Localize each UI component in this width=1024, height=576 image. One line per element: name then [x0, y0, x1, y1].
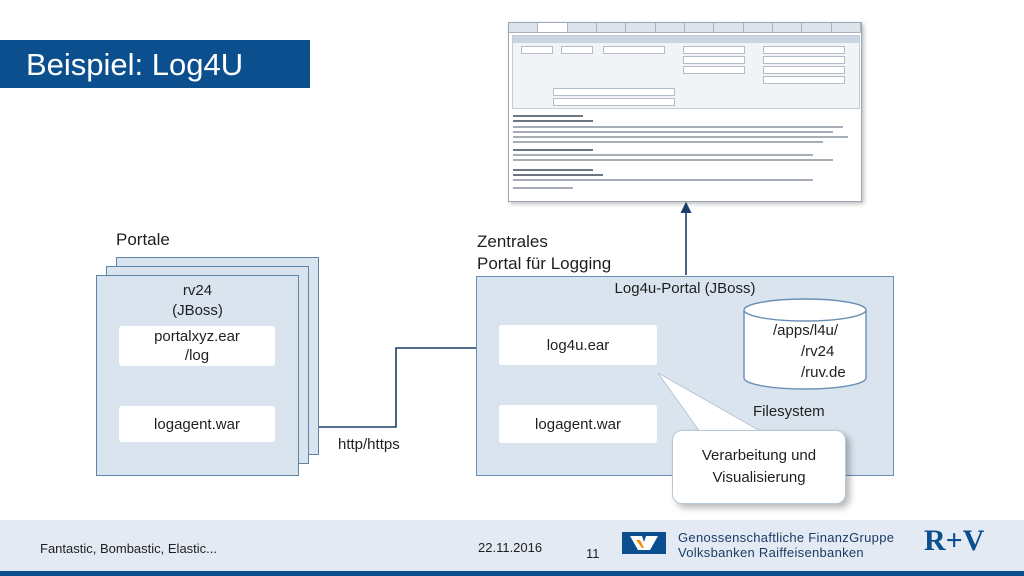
- screenshot-tab: [626, 23, 656, 32]
- footer-group-line2: Volksbanken Raiffeisenbanken: [678, 545, 864, 560]
- footer-group-line1: Genossenschaftliche FinanzGruppe: [678, 530, 895, 545]
- portal-server-label-line2: (JBoss): [172, 302, 223, 319]
- database-cylinder-icon: [743, 298, 867, 390]
- screenshot-log-line: [513, 131, 833, 133]
- title-bar: [0, 40, 310, 88]
- screenshot-table-header: [513, 36, 859, 43]
- callout-processing-visualization: Verarbeitung und Visualisierung: [672, 430, 846, 504]
- footer-band: [0, 520, 1024, 572]
- screenshot-cell: [763, 56, 845, 64]
- screenshot-cell: [603, 46, 665, 54]
- portal-server-label-line1: rv24: [182, 282, 213, 299]
- central-app-box: log4u.ear: [499, 325, 657, 365]
- central-heading-line2: Portal für Logging: [477, 254, 612, 273]
- screenshot-log-line: [513, 169, 593, 171]
- screenshot-cell: [561, 46, 593, 54]
- volksbanken-logo-mark: [630, 536, 658, 550]
- callout-line2: Visualisierung: [712, 469, 806, 486]
- portal-server-box: rv24 (JBoss) portalxyz.ear /log logagent…: [96, 275, 299, 476]
- screenshot-tab: [538, 23, 568, 32]
- portal-app-box: portalxyz.ear /log: [119, 326, 275, 366]
- screenshot-tab: [597, 23, 627, 32]
- screenshot-log-line: [513, 120, 593, 122]
- screenshot-tab: [773, 23, 803, 32]
- screenshot-cell: [763, 66, 845, 74]
- screenshot-log-line: [513, 141, 823, 143]
- central-heading: Zentrales Portal für Logging: [477, 231, 611, 275]
- screenshot-cell: [521, 46, 553, 54]
- screenshot-cell: [763, 76, 845, 84]
- central-agent-box: logagent.war: [499, 405, 657, 443]
- rv-logo: R+V: [924, 524, 985, 557]
- screenshot-log-line: [513, 115, 583, 117]
- screenshot-tab: [685, 23, 715, 32]
- portale-heading: Portale: [116, 230, 170, 249]
- screenshot-tab: [656, 23, 685, 32]
- screenshot-log-line: [513, 159, 833, 161]
- filesystem-path-rv24: /rv24: [801, 343, 835, 360]
- footer-date: 22.11.2016: [478, 540, 543, 555]
- connection-protocol-label: http/https: [338, 436, 400, 453]
- footer-line: [0, 571, 1024, 576]
- screenshot-tab: [832, 23, 861, 32]
- screenshot-search-field: [553, 98, 675, 106]
- callout-line1: Verarbeitung und: [701, 447, 817, 464]
- filesystem-path-ruv: /ruv.de: [801, 364, 846, 381]
- slide-title: Beispiel: Log4U: [26, 47, 244, 82]
- screenshot-log-line: [513, 187, 573, 189]
- screenshot-cell: [683, 66, 745, 74]
- screenshot-search-field: [553, 88, 675, 96]
- central-heading-line1: Zentrales: [477, 232, 548, 251]
- screenshot-tab: [802, 23, 832, 32]
- portal-app-name: portalxyz.ear: [154, 328, 240, 345]
- screenshot-cell: [683, 46, 745, 54]
- screenshot-log-line: [513, 174, 603, 176]
- arrow-http-connection: [300, 342, 498, 428]
- footer-page-number: 11: [586, 546, 600, 561]
- screenshot-tab: [744, 23, 773, 32]
- screenshot-log-line: [513, 154, 813, 156]
- screenshot-tab: [509, 23, 539, 32]
- central-server-label: Log4u-Portal (JBoss): [614, 280, 756, 297]
- screenshot-tab: [568, 23, 597, 32]
- footer-left-text: Fantastic, Bombastic, Elastic...: [40, 541, 218, 556]
- volksbanken-logo-icon: [622, 532, 666, 554]
- screenshot-filter-table: [512, 35, 860, 109]
- log4u-ui-screenshot: [508, 22, 862, 202]
- filesystem-label: Filesystem: [753, 403, 825, 420]
- portal-agent-box: logagent.war: [119, 406, 275, 442]
- filesystem-path-root: /apps/l4u/: [773, 322, 839, 339]
- screenshot-log-line: [513, 136, 848, 138]
- filesystem-paths: /apps/l4u/ /rv24 /ruv.de: [773, 320, 846, 383]
- screenshot-log-line: [513, 126, 843, 128]
- portal-server-label: rv24 (JBoss): [97, 281, 298, 321]
- screenshot-cell: [763, 46, 845, 54]
- screenshot-cell: [683, 56, 745, 64]
- screenshot-log-line: [513, 149, 593, 151]
- screenshot-tab: [714, 23, 744, 32]
- screenshot-tab-strip: [509, 23, 861, 33]
- portal-app-path: /log: [184, 347, 210, 364]
- screenshot-log-line: [513, 179, 813, 181]
